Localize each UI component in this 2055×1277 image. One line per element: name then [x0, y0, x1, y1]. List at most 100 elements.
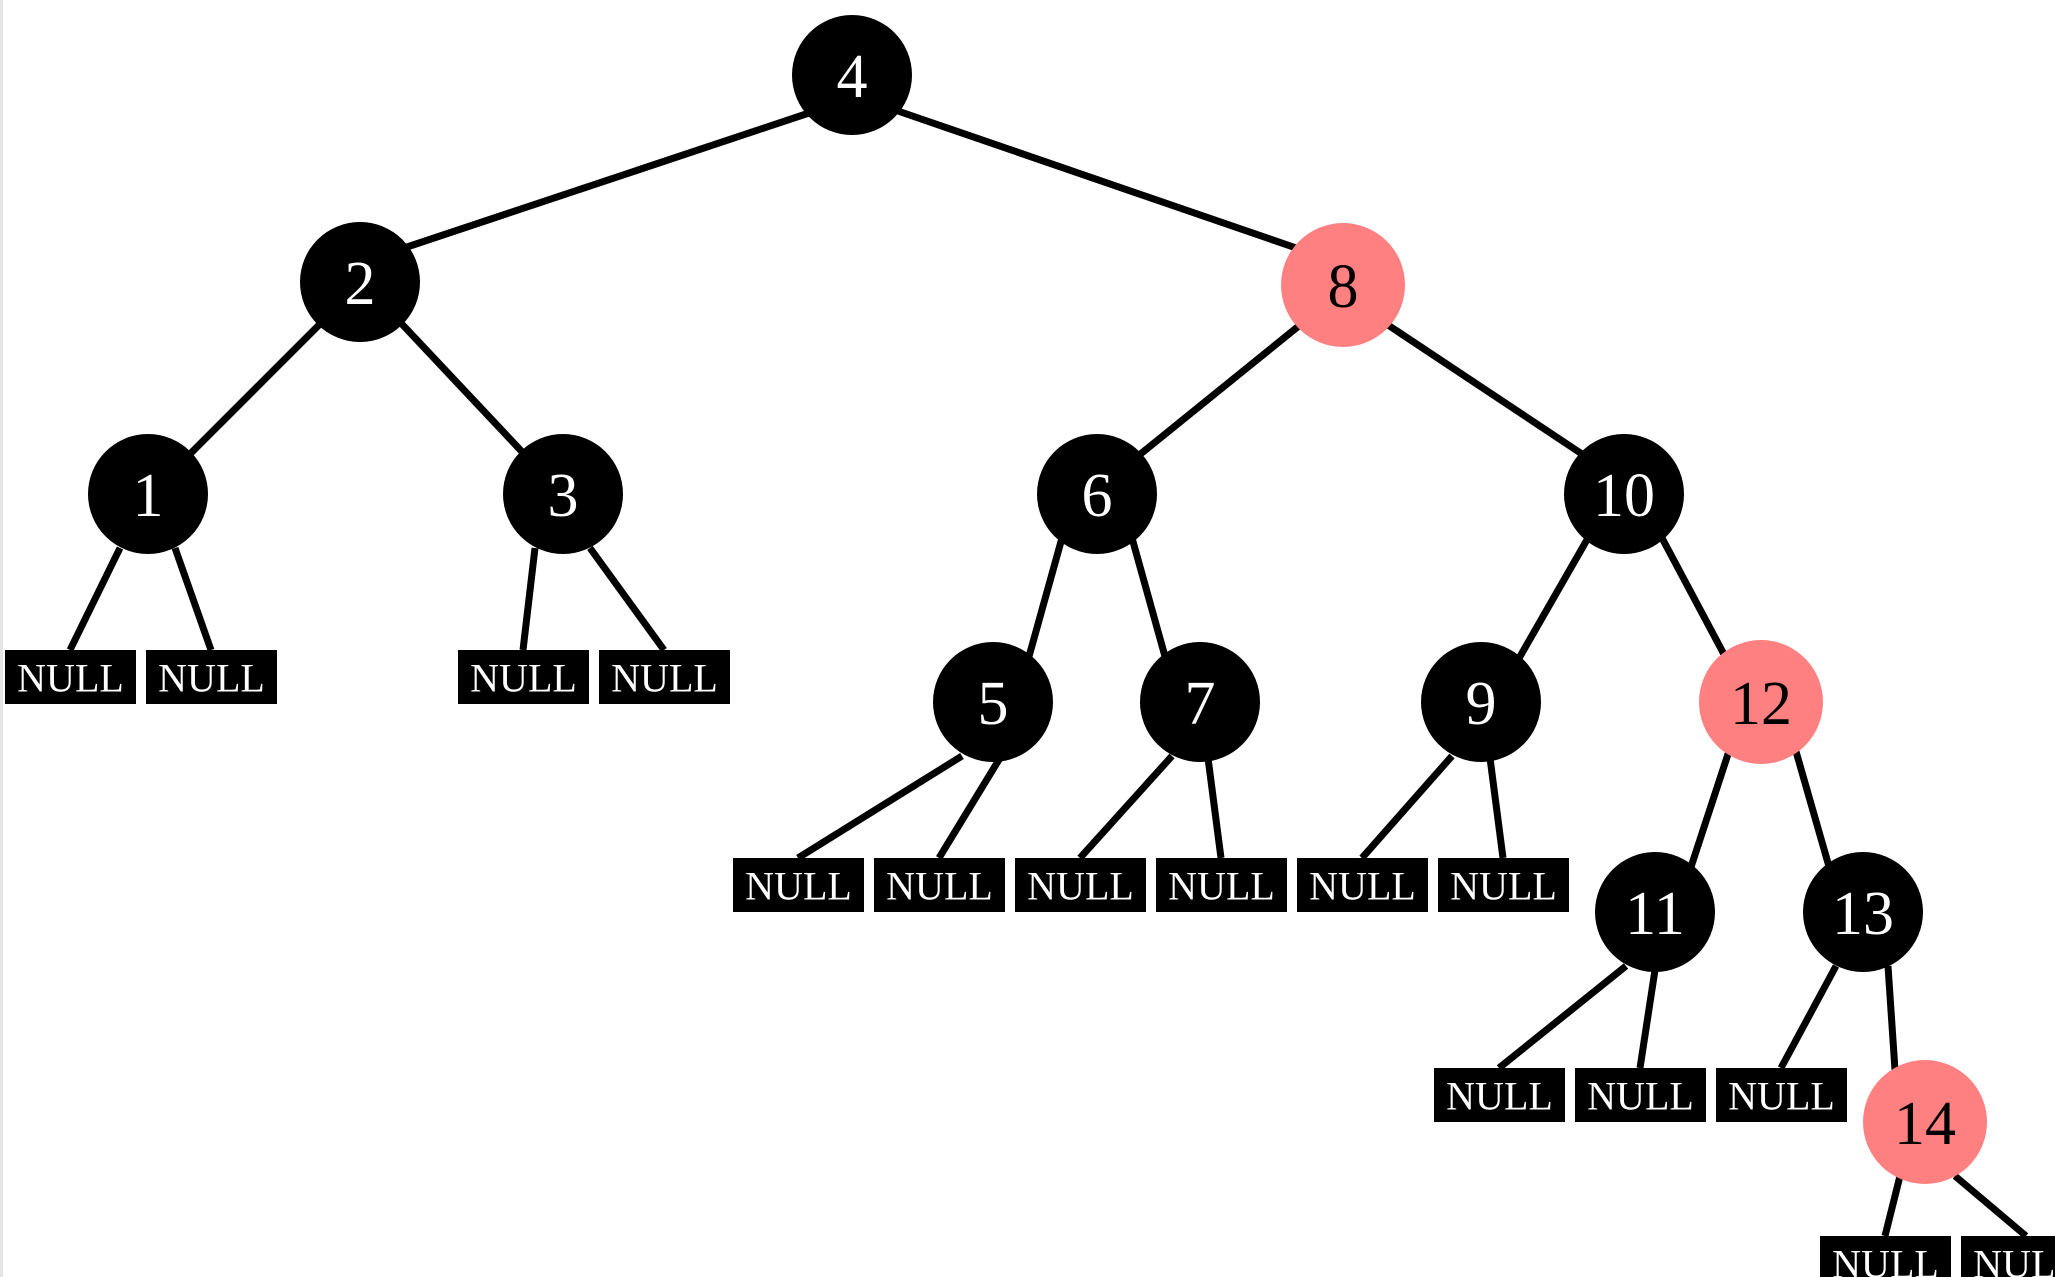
tree-edge [936, 756, 1003, 860]
node-circle-black[interactable] [1421, 642, 1541, 762]
null-leaf-label: NULL [1027, 864, 1134, 909]
null-leaf-label: NULL [1973, 1242, 2055, 1277]
null-leaf: NULL [5, 650, 136, 704]
null-leaf: NULL [1438, 858, 1569, 912]
tree-edge [1024, 537, 1066, 661]
tree-edge [66, 546, 124, 652]
null-leaf-box [1434, 1068, 1565, 1122]
null-leaf-label: NULL [17, 656, 124, 701]
null-leaf-box [1961, 1236, 2055, 1277]
tree-edge [1658, 536, 1731, 662]
tree-edge [1386, 322, 1587, 459]
tree-edge [1884, 965, 1899, 1071]
tree-node-2[interactable]: 2 [300, 222, 420, 342]
null-leaf-label: NULL [470, 656, 577, 701]
node-label: 3 [548, 462, 579, 530]
tree-node-6[interactable]: 6 [1037, 434, 1157, 554]
node-label: 8 [1328, 253, 1359, 321]
null-leaf-label: NULL [886, 864, 993, 909]
node-label: 12 [1730, 670, 1792, 738]
node-label: 1 [133, 462, 164, 530]
null-leaf-box [1015, 858, 1146, 912]
null-leaf-label: NULL [1832, 1242, 1939, 1277]
tree-edge [171, 546, 215, 652]
tree-edge [1881, 1175, 1904, 1237]
tree-node-12[interactable]: 12 [1699, 640, 1823, 764]
tree-edge [1135, 322, 1303, 459]
null-leaf: NULL [874, 858, 1005, 912]
tree-node-9[interactable]: 9 [1421, 642, 1541, 762]
null-leaf: NULL [1716, 1068, 1847, 1122]
tree-node-1[interactable]: 1 [88, 434, 208, 554]
tree-edge [1496, 963, 1629, 1071]
null-leaf: NULL [599, 650, 730, 704]
null-leaf: NULL [1015, 858, 1146, 912]
node-circle-black[interactable] [1803, 852, 1923, 972]
tree-edge [396, 108, 814, 254]
null-leaf: NULL [1156, 858, 1287, 912]
null-leaf-label: NULL [1309, 864, 1416, 909]
null-leaf: NULL [146, 650, 277, 704]
null-leaf-box [146, 650, 277, 704]
tree-edge [1686, 746, 1734, 872]
null-leaf-box [874, 858, 1005, 912]
tree-node-10[interactable]: 10 [1564, 434, 1684, 554]
node-circle-black[interactable] [1037, 434, 1157, 554]
tree-node-11[interactable]: 11 [1595, 852, 1715, 972]
null-leaf-label: NULL [1168, 864, 1275, 909]
node-circle-black[interactable] [300, 222, 420, 342]
node-circle-red[interactable] [1699, 640, 1823, 764]
node-label: 2 [345, 250, 376, 318]
tree-edge [1952, 1173, 2029, 1239]
tree-node-5[interactable]: 5 [933, 642, 1053, 762]
node-label: 11 [1625, 880, 1685, 948]
null-leaf-box [1575, 1068, 1706, 1122]
null-leaf-label: NULL [1728, 1074, 1835, 1119]
tree-node-8[interactable]: 8 [1281, 223, 1405, 347]
node-circle-red[interactable] [1863, 1060, 1987, 1184]
node-circle-red[interactable] [1281, 223, 1405, 347]
node-circle-black[interactable] [1595, 852, 1715, 972]
null-leaf: NULL [1575, 1068, 1706, 1122]
node-circle-black[interactable] [88, 434, 208, 554]
tree-edge [1077, 753, 1175, 861]
tree-node-7[interactable]: 7 [1140, 642, 1260, 762]
tree-edge [587, 545, 667, 653]
null-leaf-box [1820, 1236, 1951, 1277]
tree-edge [1128, 537, 1170, 661]
node-label: 4 [837, 43, 868, 111]
tree-node-14[interactable]: 14 [1863, 1060, 1987, 1184]
node-circle-black[interactable] [503, 434, 623, 554]
edges-layer [66, 106, 2029, 1239]
node-circle-black[interactable] [1140, 642, 1260, 762]
node-label: 13 [1832, 880, 1894, 948]
tree-edge [1204, 757, 1225, 859]
tree-node-3[interactable]: 3 [503, 434, 623, 554]
tree-edge [397, 319, 529, 459]
tree-edge [796, 753, 964, 861]
tree-node-4[interactable]: 4 [792, 15, 912, 135]
null-leaf: NULL [458, 650, 589, 704]
node-label: 10 [1593, 462, 1655, 530]
tree-edge [1791, 747, 1834, 871]
tree-edge [185, 319, 325, 459]
null-leaf: NULL [1820, 1236, 1951, 1277]
null-leaf-label: NULL [611, 656, 718, 701]
node-circle-black[interactable] [933, 642, 1053, 762]
tree-edge [893, 106, 1304, 254]
null-leaf: NULL [1961, 1236, 2055, 1277]
tree-edge [1777, 964, 1840, 1070]
null-leaf-label: NULL [158, 656, 265, 701]
tree-node-13[interactable]: 13 [1803, 852, 1923, 972]
node-label: 6 [1082, 462, 1113, 530]
null-leaf-label: NULL [745, 864, 852, 909]
null-leaf-box [1297, 858, 1428, 912]
node-circle-black[interactable] [1564, 434, 1684, 554]
node-label: 7 [1185, 670, 1216, 738]
node-circle-black[interactable] [792, 15, 912, 135]
null-leaf: NULL [1297, 858, 1428, 912]
null-leaf: NULL [1434, 1068, 1565, 1122]
